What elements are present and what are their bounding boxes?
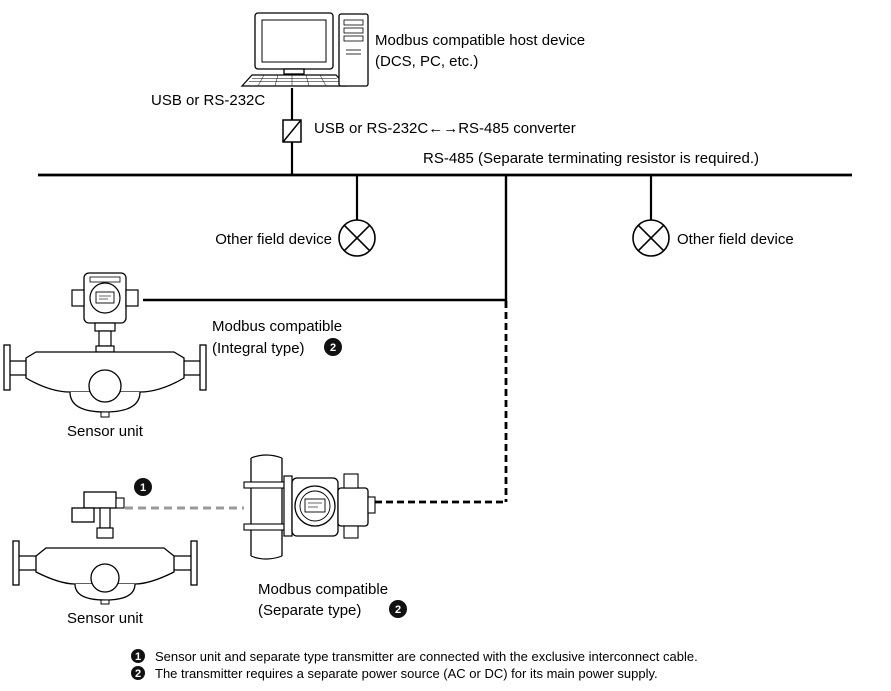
bus-label: RS-485 (Separate terminating resistor is… [423, 150, 759, 167]
converter-label: USB or RS-232C←→RS-485 converter [314, 120, 576, 137]
host-name-label: Modbus compatible host device [375, 32, 585, 49]
note-1-text: Sensor unit and separate type transmitte… [155, 649, 698, 664]
note-2: 2 The transmitter requires a separate po… [131, 666, 658, 681]
note-1: 1 Sensor unit and separate type transmit… [131, 649, 698, 664]
field-device-left-label: Other field device [215, 231, 332, 248]
field-device-right-label: Other field device [677, 231, 794, 248]
note-2-text: The transmitter requires a separate powe… [155, 666, 658, 681]
integral-power-badge: 2 [324, 338, 342, 356]
separate-power-badge: 2 [389, 600, 407, 618]
field-device-left-icon [338, 219, 376, 257]
host-computer-icon [240, 12, 369, 87]
integral-line1-label: Modbus compatible [212, 318, 342, 335]
field-device-right-icon [632, 219, 670, 257]
usb-link-label: USB or RS-232C [151, 92, 265, 109]
integral-flowmeter-icon [3, 272, 207, 418]
separate-line1-label: Modbus compatible [258, 581, 388, 598]
separate-transmitter-icon [243, 454, 376, 560]
svg-text:2: 2 [395, 604, 401, 616]
interconnect-cable-badge: 1 [134, 478, 152, 496]
converter-icon [282, 119, 302, 143]
integral-line2-label: (Integral type) [212, 340, 305, 357]
svg-text:1: 1 [135, 651, 141, 663]
separate-line2-label: (Separate type) [258, 602, 361, 619]
svg-text:2: 2 [330, 342, 336, 354]
svg-text:1: 1 [140, 482, 146, 494]
separate-sensor-icon [12, 491, 198, 605]
svg-text:2: 2 [135, 668, 141, 680]
host-examples-label: (DCS, PC, etc.) [375, 53, 478, 70]
integral-sensor-label: Sensor unit [67, 423, 144, 440]
separate-sensor-label: Sensor unit [67, 610, 144, 627]
